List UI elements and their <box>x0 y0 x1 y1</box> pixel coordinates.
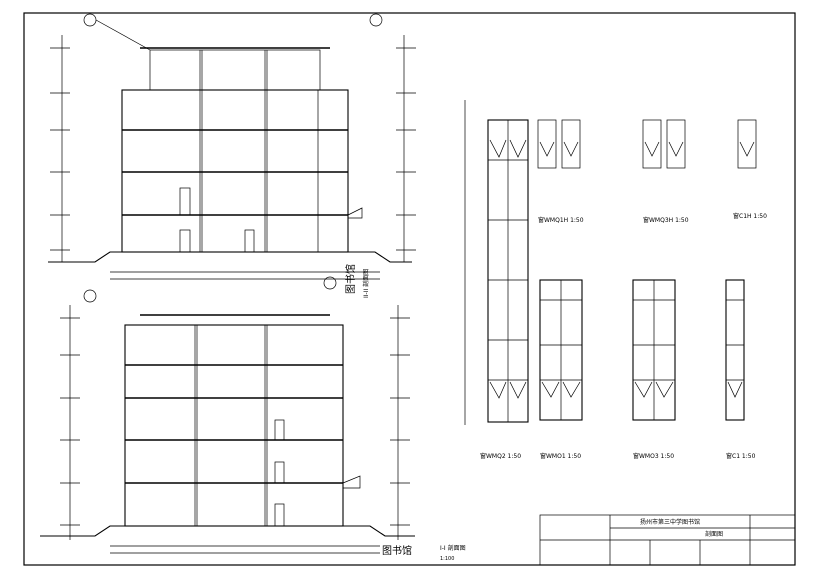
top-section-drawing <box>48 35 416 280</box>
top-section-markers <box>83 13 383 51</box>
detail-label-wmq1h: 窗WMQ1H 1:50 <box>538 216 584 224</box>
detail-label-c1: 窗C1 1:50 <box>726 452 756 460</box>
title-block-school: 扬州市第三中学图书馆 <box>640 518 700 526</box>
detail-label-wmo3: 窗WMO3 1:50 <box>633 452 674 460</box>
title-block <box>539 514 796 566</box>
sheet-border <box>23 12 796 566</box>
detail-label-wmo1: 窗WMO1 1:50 <box>540 452 581 460</box>
detail-label-wmq3h: 窗WMQ3H 1:50 <box>643 216 689 224</box>
bottom-section-caption: I-I 剖面图 <box>440 544 466 552</box>
detail-label-wmq2: 窗WMQ2 1:50 <box>480 452 521 460</box>
title-block-drawing: 剖面图 <box>705 530 723 538</box>
bottom-section-drawing <box>40 305 415 554</box>
bottom-section-scale: 1:100 <box>440 556 454 562</box>
top-section-title: 图书馆 <box>344 264 357 294</box>
window-details <box>464 100 757 425</box>
bottom-section-title: 图书馆 <box>382 544 412 557</box>
top-section-caption: II-II 剖面图 <box>362 269 370 298</box>
detail-label-c1h: 窗C1H 1:50 <box>733 212 767 220</box>
bottom-section-markers <box>83 276 337 303</box>
